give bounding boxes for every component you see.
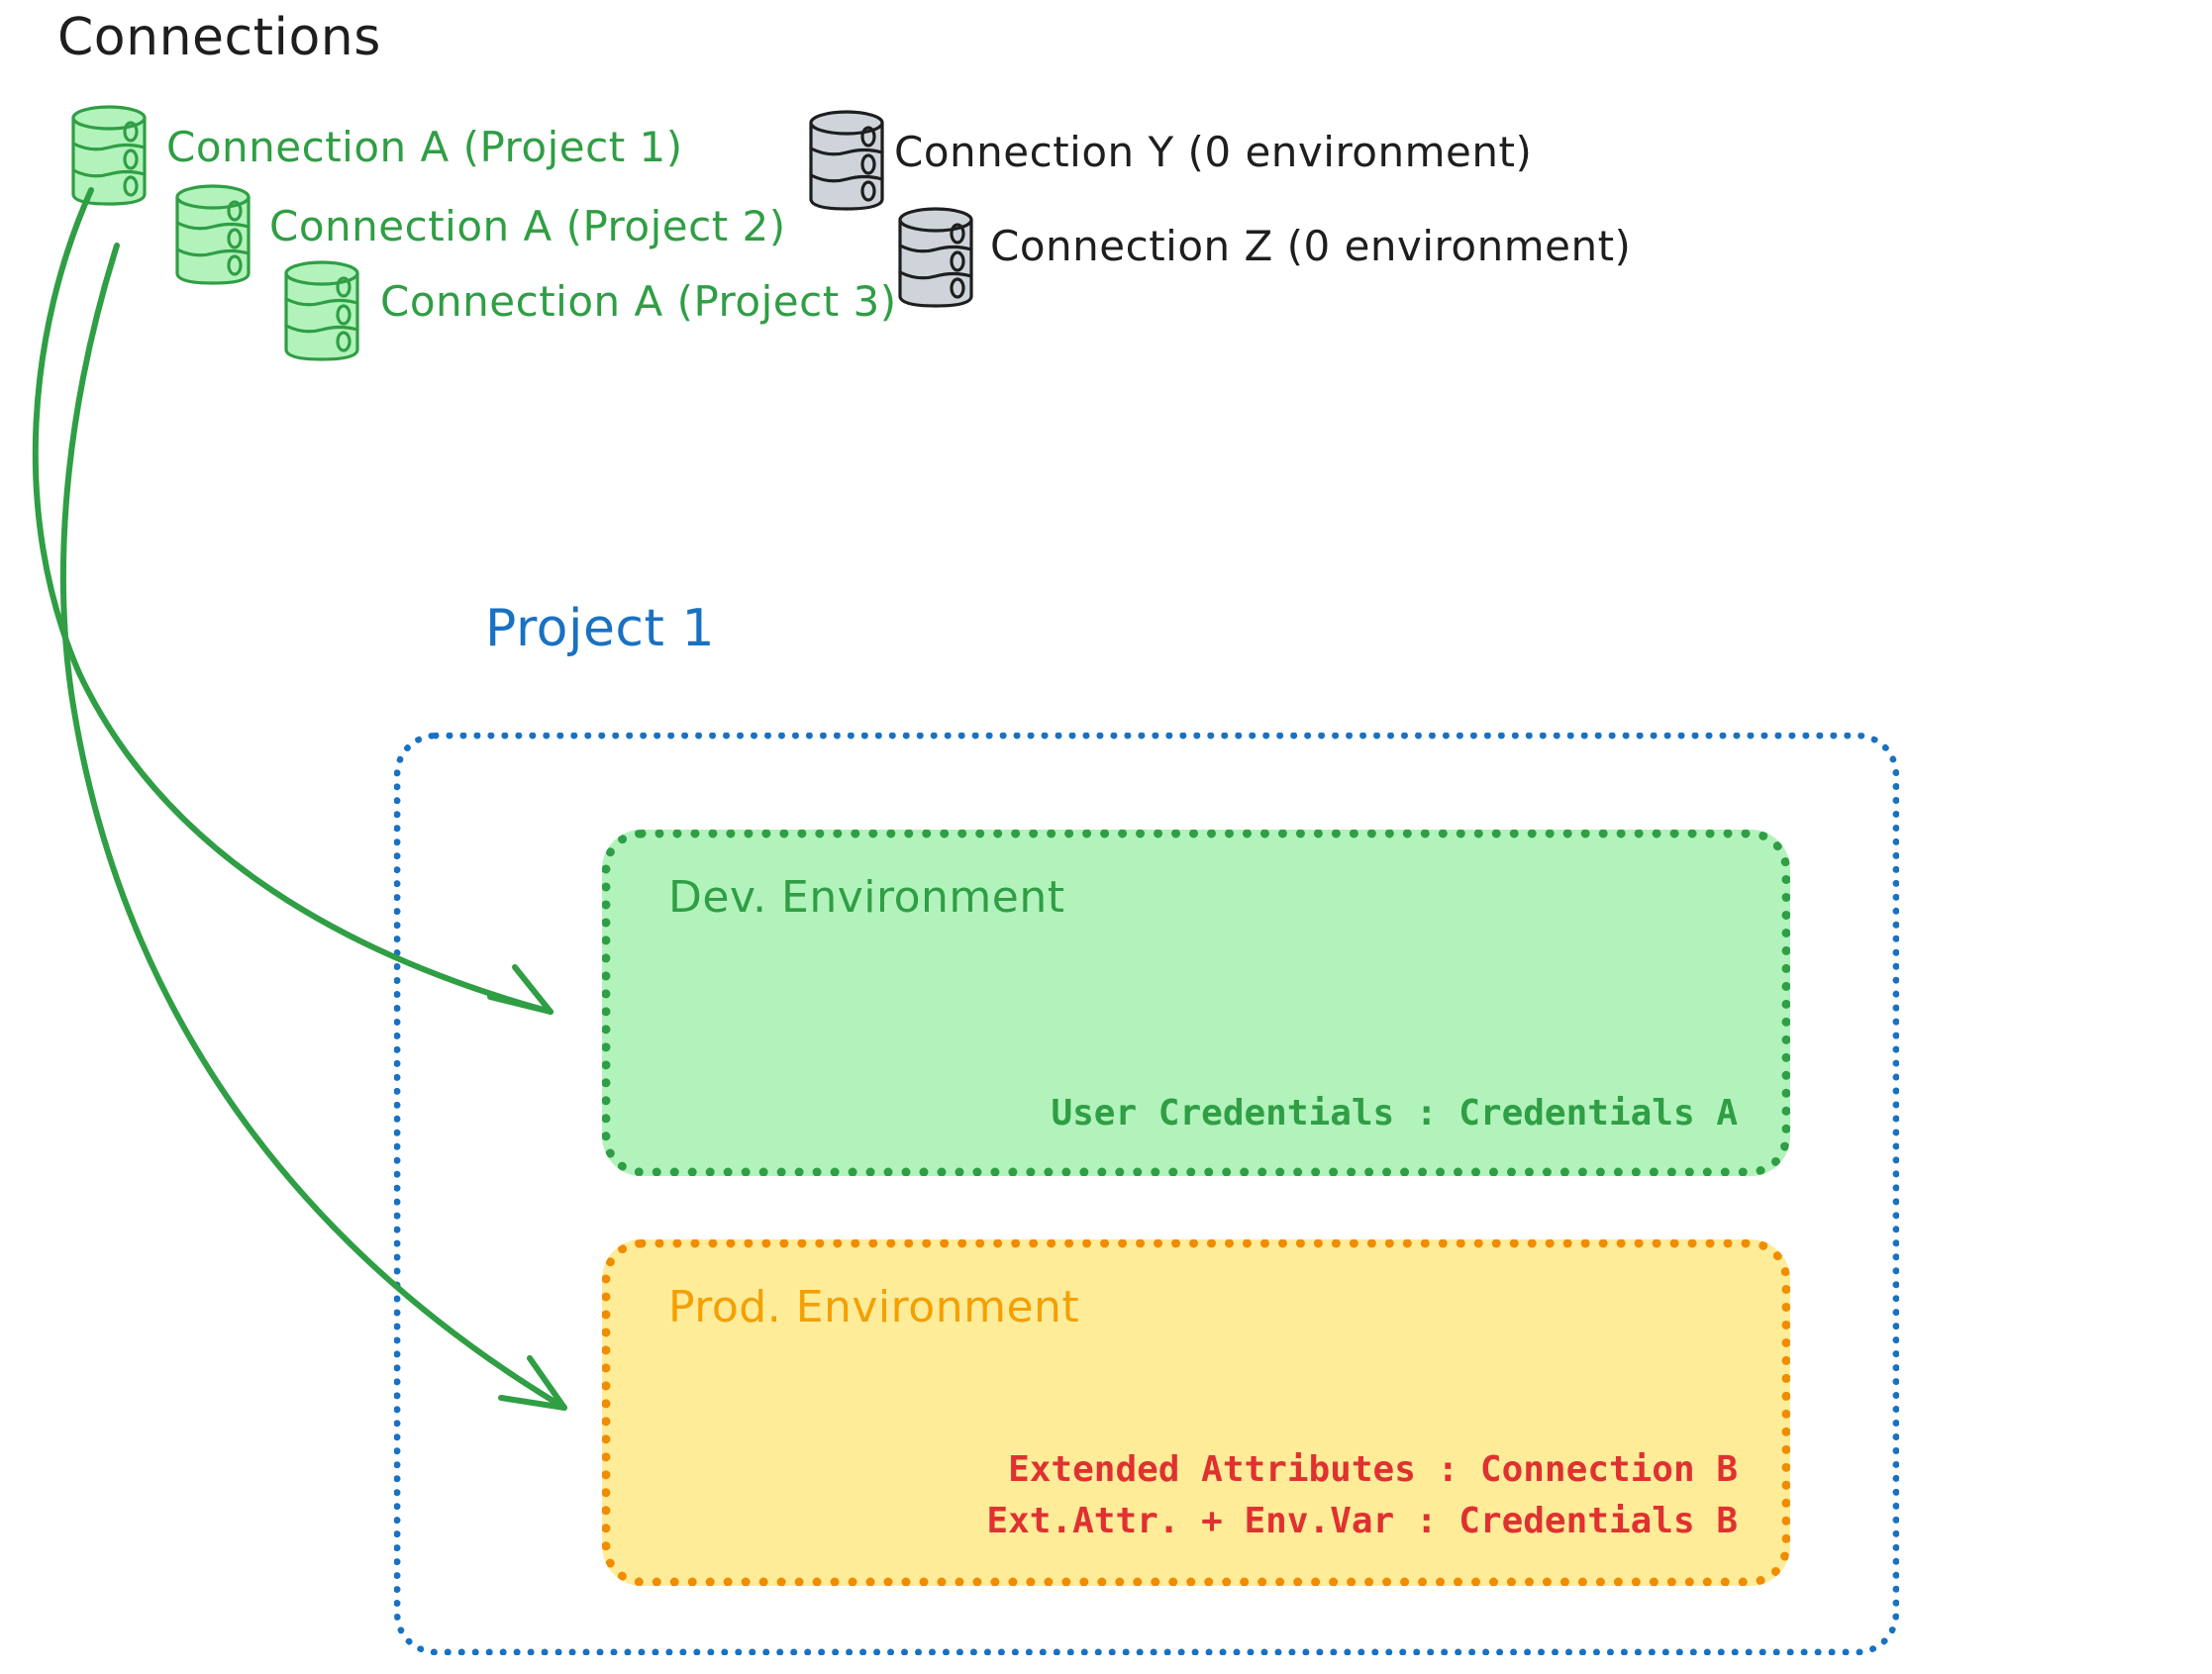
page-title: Connections bbox=[57, 8, 381, 67]
prod-environment-title: Prod. Environment bbox=[668, 1282, 1080, 1332]
connection-label-conn-z: Connection Z (0 environment) bbox=[990, 222, 1632, 270]
database-icon-conn-a-p3 bbox=[282, 259, 361, 363]
dev-environment-box: Dev. Environment User Credentials : Cred… bbox=[602, 830, 1790, 1176]
project-title: Project 1 bbox=[485, 599, 716, 658]
connection-label-conn-y: Connection Y (0 environment) bbox=[894, 128, 1533, 176]
database-icon-conn-z bbox=[896, 206, 975, 310]
dev-environment-title: Dev. Environment bbox=[668, 872, 1065, 923]
prod-environment-box: Prod. Environment Extended Attributes : … bbox=[602, 1239, 1790, 1586]
prod-environment-details: Extended Attributes : Connection B Ext.A… bbox=[986, 1444, 1738, 1547]
database-icon-conn-y bbox=[807, 109, 886, 213]
connection-label-conn-a-p2: Connection A (Project 2) bbox=[269, 202, 786, 250]
connection-label-conn-a-p3: Connection A (Project 3) bbox=[380, 277, 897, 326]
prod-detail-line: Extended Attributes : Connection B bbox=[1008, 1448, 1738, 1490]
dev-environment-details: User Credentials : Credentials A bbox=[1051, 1088, 1738, 1139]
database-icon-conn-a-p2 bbox=[173, 183, 252, 287]
prod-detail-line: Ext.Attr. + Env.Var : Credentials B bbox=[986, 1500, 1738, 1541]
database-icon-conn-a-p1 bbox=[69, 104, 149, 208]
connection-label-conn-a-p1: Connection A (Project 1) bbox=[166, 123, 683, 171]
dev-detail-line: User Credentials : Credentials A bbox=[1051, 1092, 1738, 1133]
